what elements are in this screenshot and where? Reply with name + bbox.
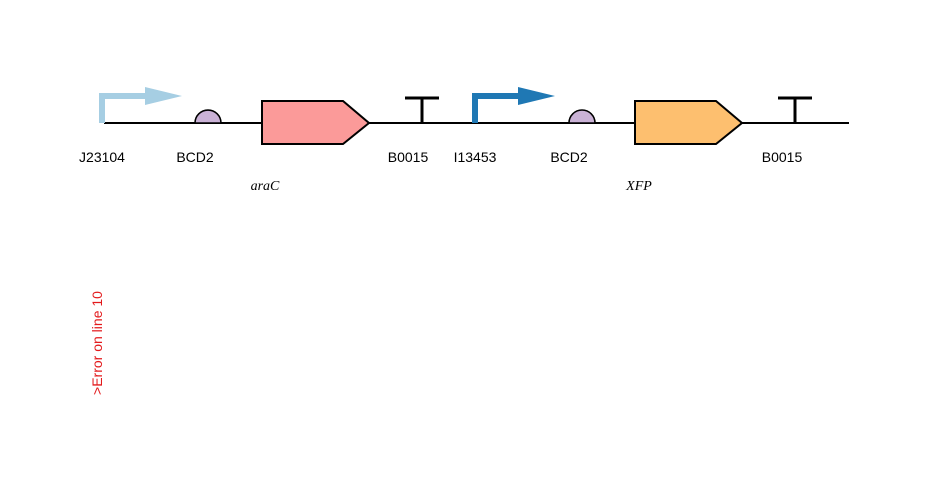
rbs-glyph-bcd2-2 bbox=[568, 109, 596, 124]
part-label-j23104: J23104 bbox=[79, 149, 125, 165]
rbs-glyph-bcd2-1 bbox=[194, 109, 222, 124]
terminator-glyph-b0015-1 bbox=[405, 96, 439, 123]
terminator-glyph-b0015-2 bbox=[778, 96, 812, 123]
error-message: >Error on line 10 bbox=[89, 291, 105, 395]
cds-glyph-xfp bbox=[634, 100, 744, 145]
part-label-b0015-1: B0015 bbox=[388, 149, 429, 165]
promoter-glyph-j23104 bbox=[99, 87, 182, 123]
part-label-bcd2-2: BCD2 bbox=[550, 149, 588, 165]
gene-label-arac: araC bbox=[251, 179, 280, 194]
part-label-b0015-2: B0015 bbox=[762, 149, 803, 165]
promoter-glyph-i13453 bbox=[472, 87, 555, 123]
cds-glyph-arac bbox=[261, 100, 371, 145]
gene-label-xfp: XFP bbox=[625, 179, 652, 194]
part-label-bcd2-1: BCD2 bbox=[176, 149, 214, 165]
part-label-i13453: I13453 bbox=[454, 149, 497, 165]
